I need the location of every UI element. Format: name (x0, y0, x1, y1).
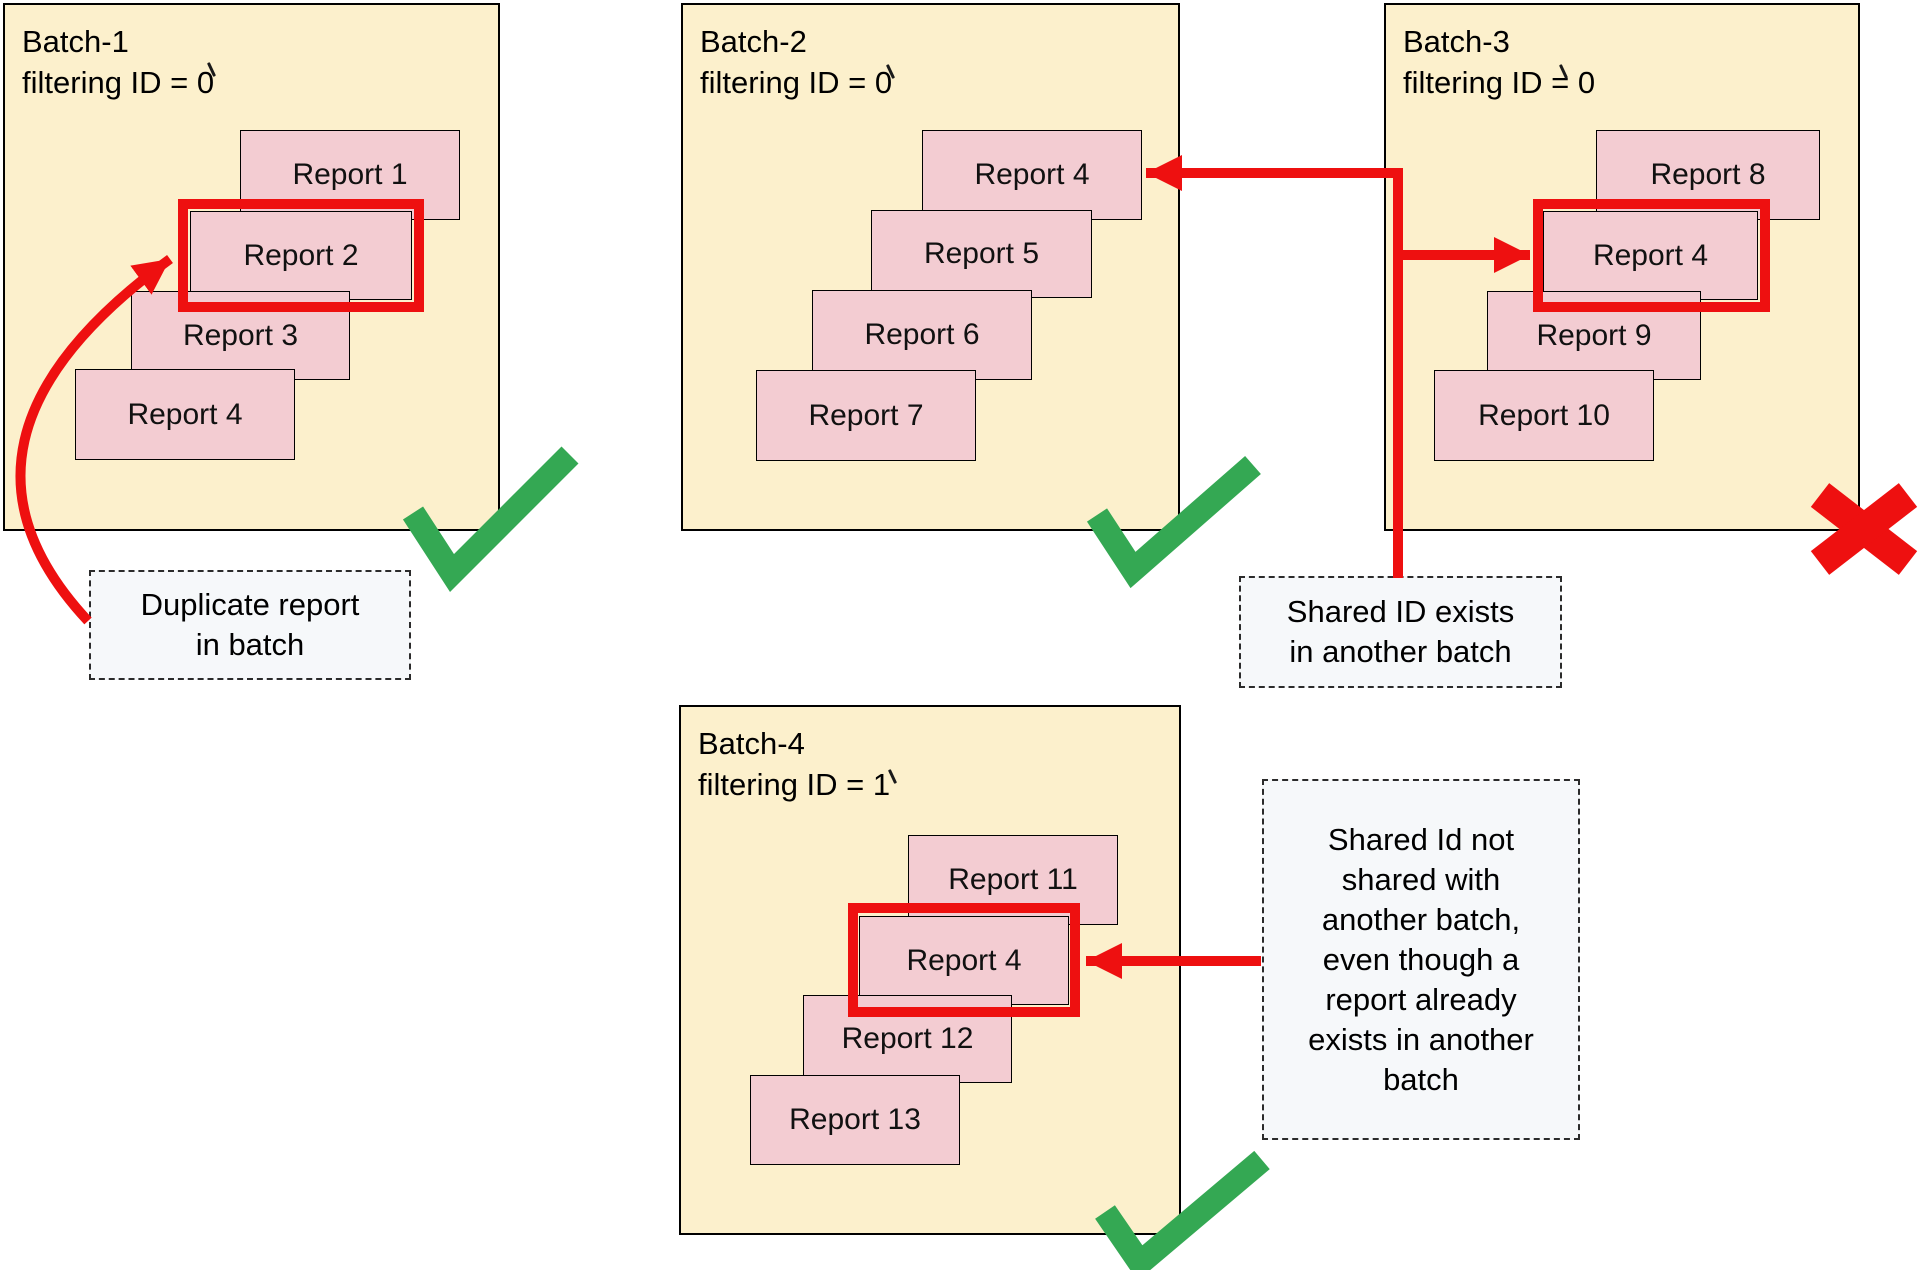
report-label: Report 4 (906, 943, 1022, 977)
report-label: Report 13 (789, 1103, 921, 1136)
report-label: Report 3 (182, 318, 299, 352)
batch-3-title: Batch-3 filtering ID = 0 (1403, 21, 1595, 103)
batch-1-name: Batch-1 (22, 24, 129, 59)
report-label: Report 10 (1478, 398, 1610, 432)
batch-1-title: Batch-1 filtering ID = 0 (22, 21, 214, 103)
batch-3-filter-line: filtering ID = 0 (1403, 65, 1596, 100)
report-card-shared: Report 4 (859, 916, 1069, 1005)
report-label: Report 1 (292, 158, 408, 191)
report-card-duplicate: Report 2 (190, 211, 412, 300)
report-card: Report 4 (75, 369, 295, 460)
report-label: Report 7 (808, 398, 924, 432)
batch-1-filter-line: filtering ID = 0 (22, 65, 215, 100)
shared-id-arrow-to-batch-2 (1146, 155, 1403, 578)
batch-4-name: Batch-4 (698, 726, 805, 761)
not-shared-note: Shared Id not shared with another batch,… (1262, 779, 1580, 1140)
report-label: Report 4 (974, 158, 1090, 191)
report-label: Report 4 (127, 397, 243, 431)
report-card: Report 13 (750, 1075, 960, 1165)
highlight-ring-batch-4 (848, 903, 1080, 1017)
shared-id-note: Shared ID exists in another batch (1239, 576, 1562, 688)
batch-3-name: Batch-3 (1403, 24, 1510, 59)
highlight-ring-batch-1 (178, 199, 424, 312)
report-label: Report 12 (841, 1022, 974, 1055)
duplicate-report-note: Duplicate report in batch (89, 570, 411, 680)
highlight-ring-batch-3 (1533, 199, 1770, 312)
batch-4-title: Batch-4 filtering ID = 1 (698, 723, 890, 805)
report-label: Report 2 (243, 238, 359, 272)
report-label: Report 8 (1650, 158, 1766, 191)
batch-2-title: Batch-2 filtering ID = 0 (700, 21, 892, 103)
batch-2-filter-line: filtering ID = 0 (700, 65, 893, 100)
report-card: Report 7 (756, 370, 976, 461)
report-label: Report 9 (1536, 318, 1652, 352)
report-card-shared-target: Report 4 (922, 130, 1142, 220)
batch-2-name: Batch-2 (700, 24, 807, 59)
report-label: Report 6 (864, 318, 980, 351)
report-card: Report 5 (871, 210, 1092, 298)
batch-4-filter-line: filtering ID = 1 (698, 767, 891, 802)
report-label: Report 5 (923, 237, 1040, 270)
report-label: Report 4 (1592, 238, 1709, 272)
report-label: Report 11 (948, 863, 1078, 896)
report-card: Report 6 (812, 290, 1032, 380)
report-card: Report 10 (1434, 370, 1654, 461)
